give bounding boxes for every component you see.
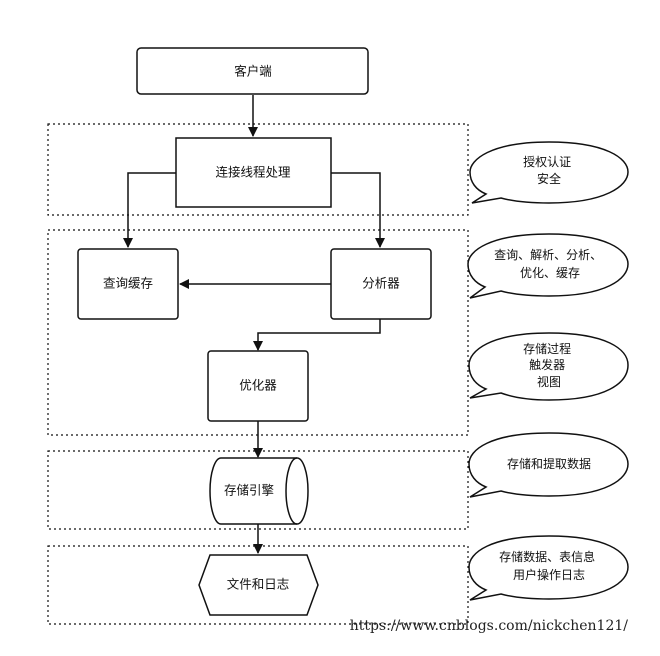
- callout-parse-text: 查询、解析、分析、 优化、缓存: [494, 248, 606, 280]
- callout-auth-text: 授权认证 安全: [523, 154, 575, 186]
- optimizer-label: 优化器: [239, 378, 277, 393]
- query-cache-label: 查询缓存: [103, 276, 153, 291]
- arrow-connection-to-query-cache: [123, 172, 176, 248]
- analyzer-box: [330, 248, 432, 320]
- callout-auth-line-2: 安全: [537, 171, 561, 186]
- storage-engine-cylinder: [209, 457, 309, 525]
- files-logs-hexagon: [198, 554, 319, 616]
- callout-parse-line-1: 查询、解析、分析、: [494, 248, 602, 262]
- callout-storage-text: 存储和提取数据: [507, 456, 591, 471]
- callout-storage-line-1: 存储和提取数据: [507, 456, 591, 471]
- callout-files-line-2: 用户操作日志: [513, 567, 585, 582]
- callout-procs-line-3: 视图: [537, 374, 561, 389]
- query-cache-box: [77, 248, 179, 320]
- callout-procs-line-1: 存储过程: [523, 341, 571, 356]
- client-label: 客户端: [234, 64, 272, 79]
- callout-parse-line-2: 优化、缓存: [520, 266, 580, 280]
- connection-label: 连接线程处理: [215, 165, 291, 180]
- client-box: [136, 47, 369, 95]
- arrow-connection-to-analyzer: [331, 172, 385, 248]
- callout-parse: [467, 233, 629, 299]
- callout-storage: [468, 432, 629, 498]
- callout-files-line-1: 存储数据、表信息: [499, 549, 595, 564]
- storage-engine-label: 存储引擎: [224, 483, 274, 498]
- callout-files: [468, 535, 629, 601]
- callout-auth: [469, 141, 629, 204]
- callout-files-text: 存储数据、表信息 用户操作日志: [499, 549, 599, 582]
- callout-auth-line-1: 授权认证: [523, 154, 571, 169]
- optimizer-box: [207, 350, 309, 422]
- callout-procs-text: 存储过程 触发器 视图: [523, 341, 575, 389]
- callout-procs-line-2: 触发器: [529, 357, 565, 372]
- watermark-url: https://www.cnblogs.com/nickchen121/: [350, 618, 629, 634]
- analyzer-label: 分析器: [362, 276, 400, 291]
- connection-box: [175, 137, 332, 208]
- files-logs-label: 文件和日志: [227, 577, 290, 592]
- callout-procs: [468, 332, 629, 401]
- layer-connection: [47, 123, 469, 216]
- arrow-analyzer-to-optimizer: [253, 319, 381, 351]
